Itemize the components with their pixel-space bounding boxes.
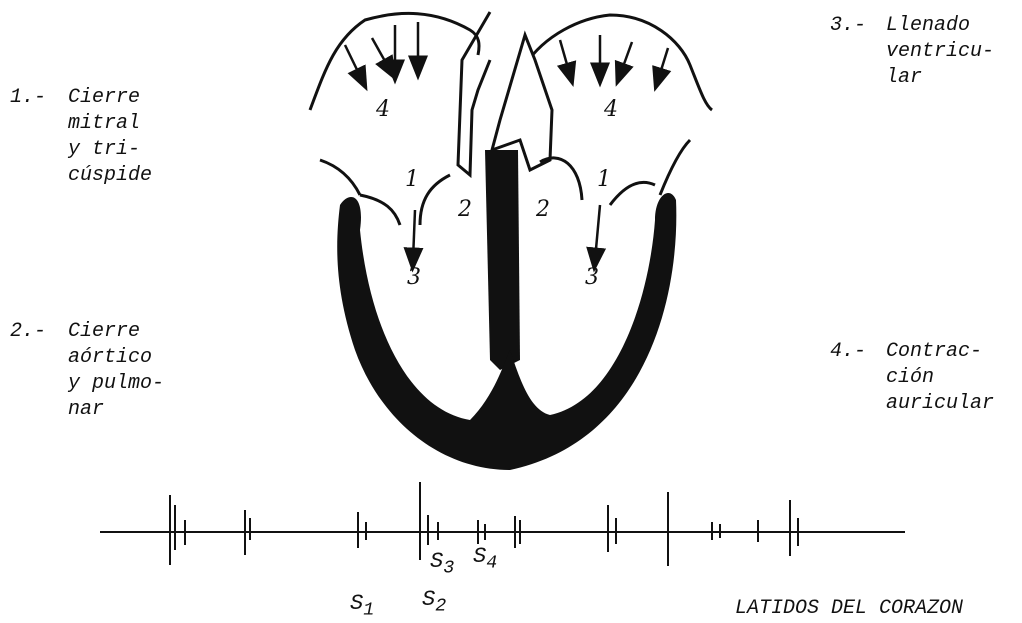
legend-4-number: 4.- (830, 340, 866, 364)
legend-2-line2: aórtico (68, 346, 152, 370)
legend-4-line2: ción (886, 366, 934, 390)
legend-2-line4: nar (68, 398, 104, 422)
legend-1-line3: y tri- (68, 138, 140, 162)
label-right-atrial: 4 (604, 98, 618, 122)
legend-3-line3: lar (886, 66, 922, 90)
legend-2-line3: y pulmo- (68, 372, 164, 396)
label-s4: S4 (473, 545, 497, 575)
pulmonary-vessel (492, 35, 552, 170)
caption: LATIDOS DEL CORAZON (735, 597, 963, 621)
legend-4-line3: auricular (886, 392, 994, 416)
label-left-semilunar: 2 (458, 198, 472, 222)
label-s3: S3 (430, 550, 454, 580)
legend-2-number: 2.- (10, 320, 46, 344)
legend-1-line1: Cierre (68, 86, 140, 110)
label-left-av: 1 (405, 168, 419, 192)
legend-2-line1: Cierre (68, 320, 140, 344)
right-atrial-arrows (560, 35, 668, 80)
legend-3-line2: ventricu- (886, 40, 994, 64)
left-atrial-arrows (345, 22, 418, 80)
right-filling-arrow (595, 205, 600, 260)
legend-3-line1: Llenado (886, 14, 970, 38)
label-s1: S1 (350, 592, 374, 622)
septum (485, 150, 520, 370)
left-av-valve (320, 160, 360, 195)
legend-1-line2: mitral (68, 112, 140, 136)
label-right-av: 1 (597, 168, 611, 192)
label-left-filling: 3 (407, 266, 421, 290)
label-s2: S2 (422, 588, 446, 618)
right-av-valve (540, 158, 582, 200)
left-filling-arrow (413, 210, 415, 260)
legend-1-number: 1.- (10, 86, 46, 110)
legend-3-number: 3.- (830, 14, 866, 38)
label-right-filling: 3 (585, 266, 599, 290)
label-left-atrial: 4 (376, 98, 390, 122)
right-atrium-outline (525, 15, 712, 110)
legend-1-line4: cúspide (68, 164, 152, 188)
legend-4-line1: Contrac- (886, 340, 982, 364)
label-right-semilunar: 2 (536, 198, 550, 222)
